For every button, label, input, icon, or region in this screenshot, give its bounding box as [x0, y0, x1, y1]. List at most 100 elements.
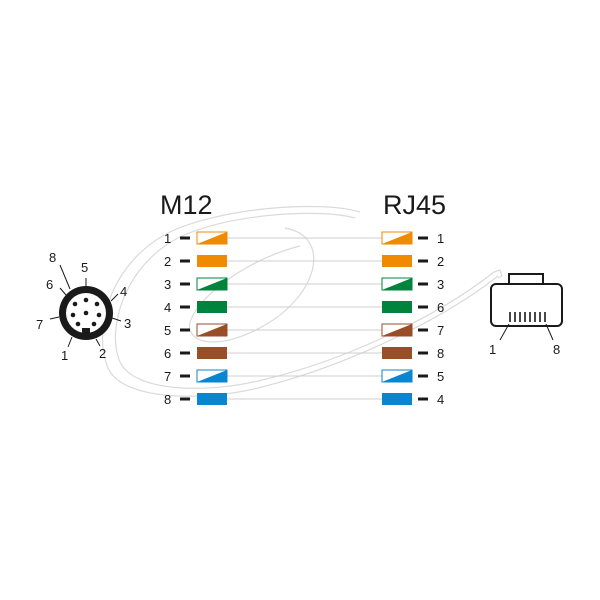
m12-pin-number: 4 [164, 300, 171, 315]
rj45-pin-number: 3 [437, 277, 444, 292]
m12-wire-swatch [196, 323, 228, 337]
rj45-wire-swatch [382, 347, 412, 359]
m12-pin-label-4: 4 [120, 284, 127, 299]
m12-pin-dash [180, 397, 190, 401]
rj45-leader-1 [499, 323, 510, 341]
rj45-pin-label-8: 8 [553, 342, 560, 357]
rj45-pin-number: 5 [437, 369, 444, 384]
rj45-plug-icon [490, 273, 563, 341]
rj45-wire-swatch [381, 277, 413, 291]
rj45-pin-number: 8 [437, 346, 444, 361]
cable-sketch-inner-loop [114, 212, 495, 389]
rj45-pin-dash [418, 282, 428, 286]
m12-pin-dash [180, 259, 190, 263]
m12-wire-swatch [196, 369, 228, 383]
rj45-pin-dash [418, 397, 428, 401]
rj45-header: RJ45 [383, 190, 446, 220]
m12-pin-dash [180, 328, 190, 332]
rj45-wire-swatch-stripe [382, 232, 412, 244]
rj45-wire-swatch-stripe [382, 324, 412, 336]
m12-wire-swatch [197, 301, 227, 313]
m12-pin-number: 1 [164, 231, 171, 246]
m12-header: M12 [160, 190, 213, 220]
m12-pin-label-5: 5 [81, 260, 88, 275]
m12-pin-2 [91, 321, 97, 327]
rj45-pin-label-1: 1 [489, 342, 496, 357]
rj45-pin-dash [418, 236, 428, 240]
rj45-wire-swatch-fill [382, 255, 412, 267]
m12-pin-label-3: 3 [124, 316, 131, 331]
rj45-wire-swatch [381, 369, 413, 383]
m12-pin-5 [83, 297, 89, 303]
m12-pin-1 [75, 321, 81, 327]
m12-leader-8 [59, 264, 71, 290]
rj45-wire-swatch-stripe [382, 370, 412, 382]
rj45-pin-number: 2 [437, 254, 444, 269]
m12-leader-4 [110, 293, 119, 302]
m12-pin-label-6: 6 [46, 277, 53, 292]
cable-sketch-outer-loop [101, 205, 499, 397]
rj45-wire-swatch [382, 301, 412, 313]
m12-wire-swatch-fill [197, 255, 227, 267]
rj45-pin-dash [418, 374, 428, 378]
m12-pin-4 [94, 301, 100, 307]
rj45-pin-dash [418, 328, 428, 332]
rj45-pin-number: 6 [437, 300, 444, 315]
m12-pin-dash [180, 305, 190, 309]
m12-pin-number: 3 [164, 277, 171, 292]
m12-pin-dash [180, 351, 190, 355]
m12-wire-swatch-fill [197, 393, 227, 405]
m12-wire-swatch [196, 231, 228, 245]
m12-pin-label-1: 1 [61, 348, 68, 363]
rj45-wire-swatch-fill [382, 347, 412, 359]
m12-pin-3 [96, 312, 102, 318]
rj45-wire-swatch [381, 231, 413, 245]
rj45-wire-swatch [381, 323, 413, 337]
m12-pin-number: 8 [164, 392, 171, 407]
m12-wire-swatch-fill [197, 347, 227, 359]
rj45-pin-number: 4 [437, 392, 444, 407]
m12-pin-8 [83, 310, 89, 316]
m12-leader-3 [111, 317, 122, 322]
rj45-pin-number: 7 [437, 323, 444, 338]
rj45-wire-swatch-stripe [382, 278, 412, 290]
cable-sketch-tail [493, 269, 503, 279]
m12-pin-number: 6 [164, 346, 171, 361]
rj45-leader-8 [545, 323, 554, 341]
m12-connector-face-icon: 1 2 3 4 5 6 7 8 [36, 250, 131, 363]
m12-leader-2 [95, 338, 101, 347]
m12-pin-7 [70, 312, 76, 318]
rj45-pin-number: 1 [437, 231, 444, 246]
rj45-wire-swatch-fill [382, 393, 412, 405]
m12-pin-6 [72, 301, 78, 307]
m12-wire-swatch-stripe [197, 232, 227, 244]
m12-wire-swatch [197, 347, 227, 359]
m12-pin-label-8: 8 [49, 250, 56, 265]
m12-wire-swatch [197, 255, 227, 267]
m12-pin-number: 2 [164, 254, 171, 269]
m12-pin-number: 7 [164, 369, 171, 384]
m12-pin-label-2: 2 [99, 346, 106, 361]
m12-wire-swatch [196, 277, 228, 291]
m12-wire-swatch-stripe [197, 324, 227, 336]
m12-pin-dash [180, 282, 190, 286]
m12-wire-swatch-stripe [197, 278, 227, 290]
rj45-pin-dash [418, 351, 428, 355]
m12-pin-label-7: 7 [36, 317, 43, 332]
rj45-pin-dash [418, 305, 428, 309]
m12-wire-swatch-stripe [197, 370, 227, 382]
m12-pin-number: 5 [164, 323, 171, 338]
m12-key-notch [82, 328, 90, 337]
m12-leader-7 [49, 316, 60, 320]
m12-pin-dash [180, 374, 190, 378]
